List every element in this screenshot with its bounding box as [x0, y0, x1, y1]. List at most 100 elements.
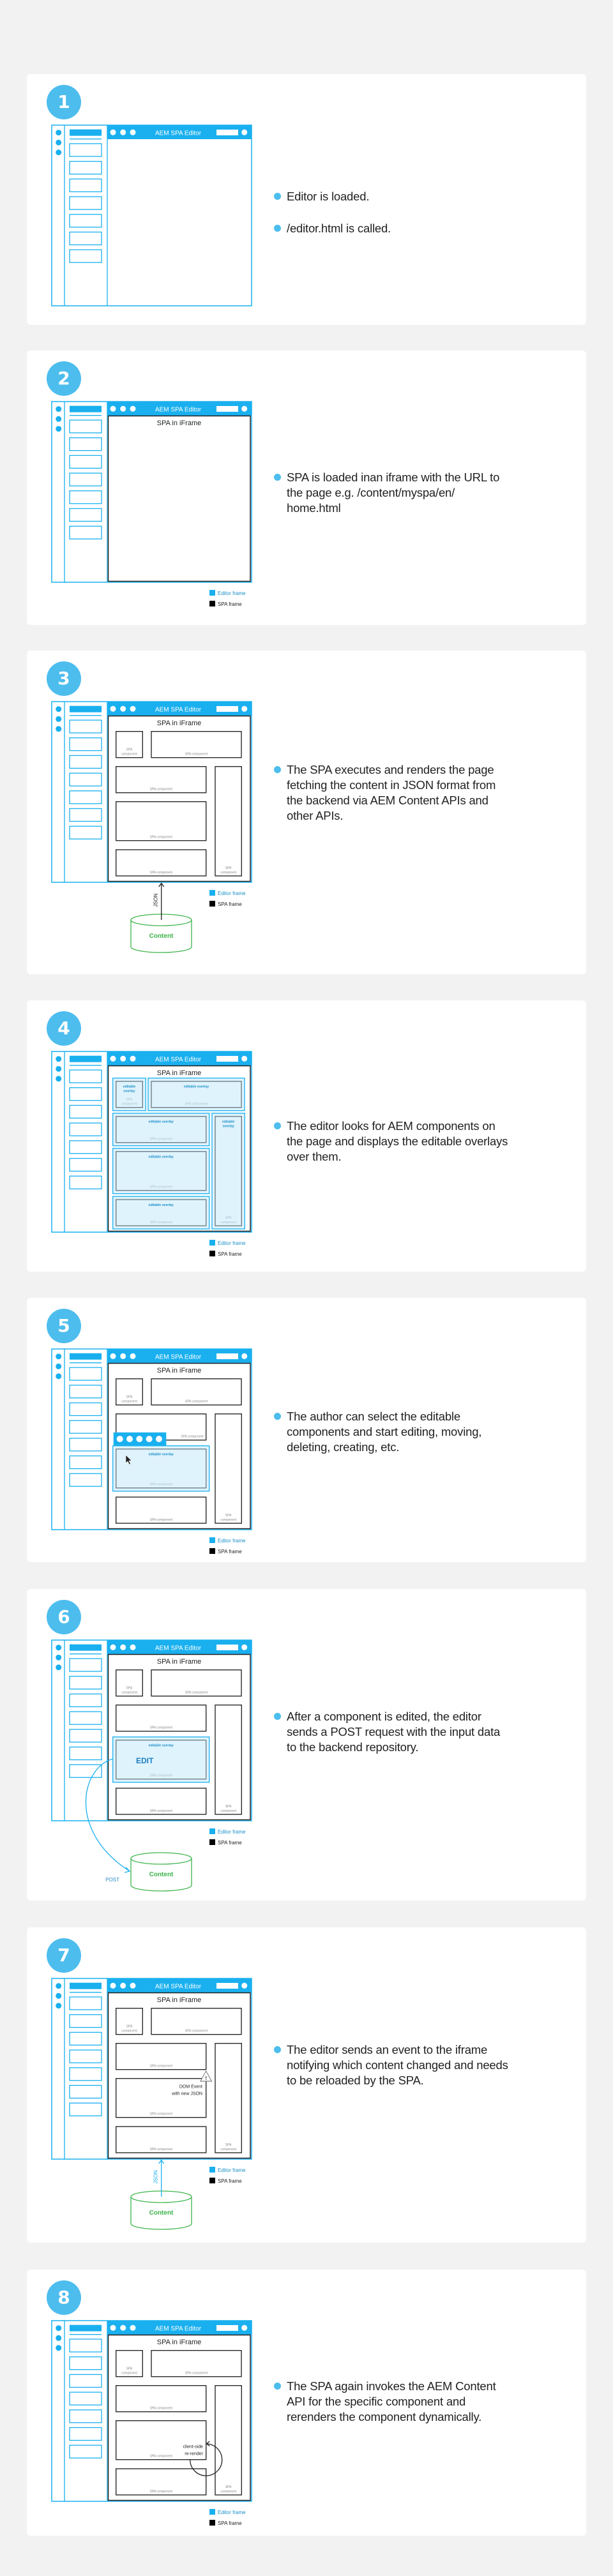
rail-icon[interactable] — [56, 1056, 62, 1062]
window-control-icon[interactable] — [110, 1353, 116, 1359]
title-bar-field[interactable] — [216, 706, 238, 712]
sidebar-item[interactable] — [69, 1140, 102, 1154]
sidebar-item[interactable] — [69, 1104, 102, 1119]
window-control-icon[interactable] — [120, 705, 126, 712]
sidebar-item[interactable] — [69, 825, 102, 840]
title-bar-button-icon[interactable] — [241, 2324, 248, 2331]
sidebar-item[interactable] — [69, 2374, 102, 2388]
sidebar-item[interactable] — [69, 472, 102, 486]
window-control-icon[interactable] — [130, 2324, 136, 2331]
sidebar-item[interactable] — [69, 1455, 102, 1470]
sidebar-item[interactable] — [69, 1385, 102, 1399]
title-bar-button-icon[interactable] — [241, 1982, 248, 1989]
title-bar-field[interactable] — [216, 1645, 238, 1650]
sidebar-item[interactable] — [69, 437, 102, 451]
window-control-icon[interactable] — [130, 1055, 136, 1062]
sidebar-item[interactable] — [69, 1693, 102, 1708]
rail-icon[interactable] — [56, 1373, 62, 1380]
sidebar-item[interactable] — [69, 737, 102, 751]
sidebar-item[interactable] — [69, 161, 102, 175]
toolbar-action-icon[interactable] — [136, 1436, 143, 1442]
window-control-icon[interactable] — [130, 1644, 136, 1650]
title-bar-field[interactable] — [216, 130, 238, 135]
sidebar-item[interactable] — [69, 2102, 102, 2116]
sidebar-item[interactable] — [69, 2067, 102, 2081]
sidebar-item[interactable] — [69, 143, 102, 157]
window-control-icon[interactable] — [130, 1353, 136, 1359]
window-control-icon[interactable] — [110, 1982, 116, 1989]
sidebar-item[interactable] — [69, 2339, 102, 2353]
sidebar-item[interactable] — [69, 2427, 102, 2441]
rail-icon[interactable] — [56, 2003, 62, 2009]
sidebar-item[interactable] — [69, 1069, 102, 1083]
rail-icon[interactable] — [56, 2335, 62, 2341]
window-control-icon[interactable] — [120, 1982, 126, 1989]
sidebar-item[interactable] — [69, 214, 102, 228]
window-control-icon[interactable] — [120, 2324, 126, 2331]
sidebar-item[interactable] — [69, 490, 102, 504]
sidebar-item[interactable] — [69, 1676, 102, 1690]
sidebar-item[interactable] — [69, 1175, 102, 1189]
sidebar-item[interactable] — [69, 772, 102, 787]
sidebar-item[interactable] — [69, 790, 102, 804]
rail-icon[interactable] — [56, 1645, 62, 1651]
window-control-icon[interactable] — [130, 705, 136, 712]
sidebar-item[interactable] — [69, 2014, 102, 2028]
rail-icon[interactable] — [56, 726, 62, 732]
sidebar-item[interactable] — [69, 2391, 102, 2406]
window-control-icon[interactable] — [110, 1055, 116, 1062]
title-bar-button-icon[interactable] — [241, 1644, 248, 1650]
sidebar-item[interactable] — [69, 1711, 102, 1725]
sidebar-item[interactable] — [69, 508, 102, 522]
window-control-icon[interactable] — [130, 405, 136, 412]
editable-overlay[interactable] — [112, 1148, 210, 1194]
sidebar-item[interactable] — [69, 1746, 102, 1761]
editable-overlay[interactable] — [148, 1078, 245, 1111]
toolbar-action-icon[interactable] — [116, 1436, 123, 1442]
editable-overlay[interactable] — [112, 1736, 210, 1783]
title-bar-field[interactable] — [216, 2325, 238, 2331]
window-control-icon[interactable] — [120, 1055, 126, 1062]
window-control-icon[interactable] — [130, 129, 136, 135]
rail-icon[interactable] — [56, 716, 62, 722]
sidebar-item[interactable] — [69, 2049, 102, 2063]
rail-icon[interactable] — [56, 1353, 62, 1360]
editable-overlay[interactable] — [112, 1113, 210, 1147]
toolbar-action-icon[interactable] — [126, 1436, 133, 1442]
toolbar-action-icon[interactable] — [155, 1436, 162, 1442]
sidebar-item[interactable] — [69, 1402, 102, 1417]
sidebar-item[interactable] — [69, 1122, 102, 1136]
rail-icon[interactable] — [56, 706, 62, 712]
rail-icon[interactable] — [56, 1654, 62, 1661]
sidebar-item[interactable] — [69, 2356, 102, 2370]
window-control-icon[interactable] — [110, 129, 116, 135]
editable-overlay[interactable] — [112, 1445, 210, 1492]
rail-icon[interactable] — [56, 1076, 62, 1082]
rail-icon[interactable] — [56, 406, 62, 412]
rail-icon[interactable] — [56, 1664, 62, 1671]
rail-icon[interactable] — [56, 1363, 62, 1369]
sidebar-item[interactable] — [69, 231, 102, 246]
rail-icon[interactable] — [56, 1983, 62, 1989]
sidebar-item[interactable] — [69, 525, 102, 539]
window-control-icon[interactable] — [110, 405, 116, 412]
sidebar-item[interactable] — [69, 2031, 102, 2046]
sidebar-item[interactable] — [69, 755, 102, 769]
title-bar-button-icon[interactable] — [241, 705, 248, 712]
rail-icon[interactable] — [56, 426, 62, 432]
sidebar-item[interactable] — [69, 419, 102, 433]
editable-overlay[interactable] — [211, 1113, 245, 1230]
window-control-icon[interactable] — [110, 705, 116, 712]
window-control-icon[interactable] — [120, 1353, 126, 1359]
sidebar-item[interactable] — [69, 455, 102, 469]
toolbar-action-icon[interactable] — [146, 1436, 153, 1442]
sidebar-item[interactable] — [69, 1764, 102, 1778]
window-control-icon[interactable] — [130, 1982, 136, 1989]
sidebar-item[interactable] — [69, 719, 102, 734]
sidebar-item[interactable] — [69, 1438, 102, 1452]
sidebar-item[interactable] — [69, 1729, 102, 1743]
title-bar-button-icon[interactable] — [241, 1353, 248, 1359]
sidebar-item[interactable] — [69, 1157, 102, 1172]
rail-icon[interactable] — [56, 416, 62, 422]
rail-icon[interactable] — [56, 1992, 62, 1999]
